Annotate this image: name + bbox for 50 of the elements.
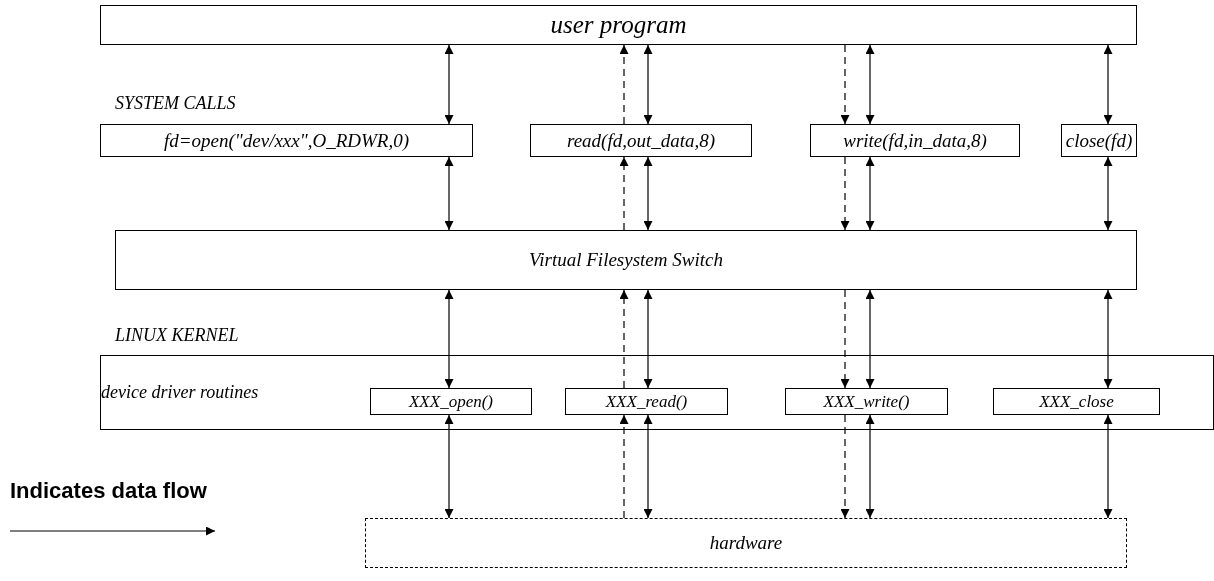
node-label: read(fd,out_data,8) (566, 129, 716, 152)
arrow (1103, 44, 1113, 125)
arrow (865, 414, 875, 519)
routine-box (565, 388, 728, 415)
dashed-arrow (619, 44, 629, 125)
dashed-arrow (619, 156, 629, 231)
arrow (865, 156, 875, 231)
node-label: XXX_open() (409, 391, 493, 412)
arrow (444, 414, 454, 519)
arrow (865, 44, 875, 125)
dashed-arrow (619, 414, 629, 519)
arrow (643, 289, 653, 389)
arrow (643, 44, 653, 125)
section-label: SYSTEM CALLS (115, 93, 236, 114)
layer-band (100, 355, 1214, 430)
process-box (810, 124, 1020, 157)
dashed-arrow (840, 44, 850, 125)
process-box (530, 124, 752, 157)
node-label: XXX_write() (823, 391, 910, 412)
node-label: write(fd,in_data,8) (843, 129, 987, 152)
arrow (444, 156, 454, 231)
arrow (1103, 289, 1113, 389)
section-label: LINUX KERNEL (115, 325, 239, 346)
dashed-arrow (619, 289, 629, 389)
routine-box (993, 388, 1160, 415)
arrow (643, 414, 653, 519)
dashed-arrow (840, 289, 850, 389)
routine-box (370, 388, 532, 415)
routine-box (785, 388, 948, 415)
process-box (100, 124, 473, 157)
arrow (444, 289, 454, 389)
node-label: hardware (709, 532, 783, 554)
node-label: XXX_read() (605, 391, 688, 412)
node-label: XXX_close (1039, 391, 1114, 412)
arrow (1103, 156, 1113, 231)
dashed-arrow (840, 156, 850, 231)
arrow (1103, 414, 1113, 519)
arrow (865, 289, 875, 389)
node-label: fd=open("dev/xxx",O_RDWR,0) (163, 129, 410, 152)
process-box (115, 230, 1137, 290)
node-label: device driver routines (101, 382, 259, 403)
arrow (643, 156, 653, 231)
arrow (444, 44, 454, 125)
dashed-arrow (840, 414, 850, 519)
legend-text: Indicates data flow (10, 478, 207, 504)
node-label: close(fd) (1065, 129, 1133, 152)
process-box (100, 5, 1137, 45)
process-box (365, 518, 1127, 568)
node-label: Virtual Filesystem Switch (529, 249, 723, 271)
node-label: user program (550, 11, 687, 39)
